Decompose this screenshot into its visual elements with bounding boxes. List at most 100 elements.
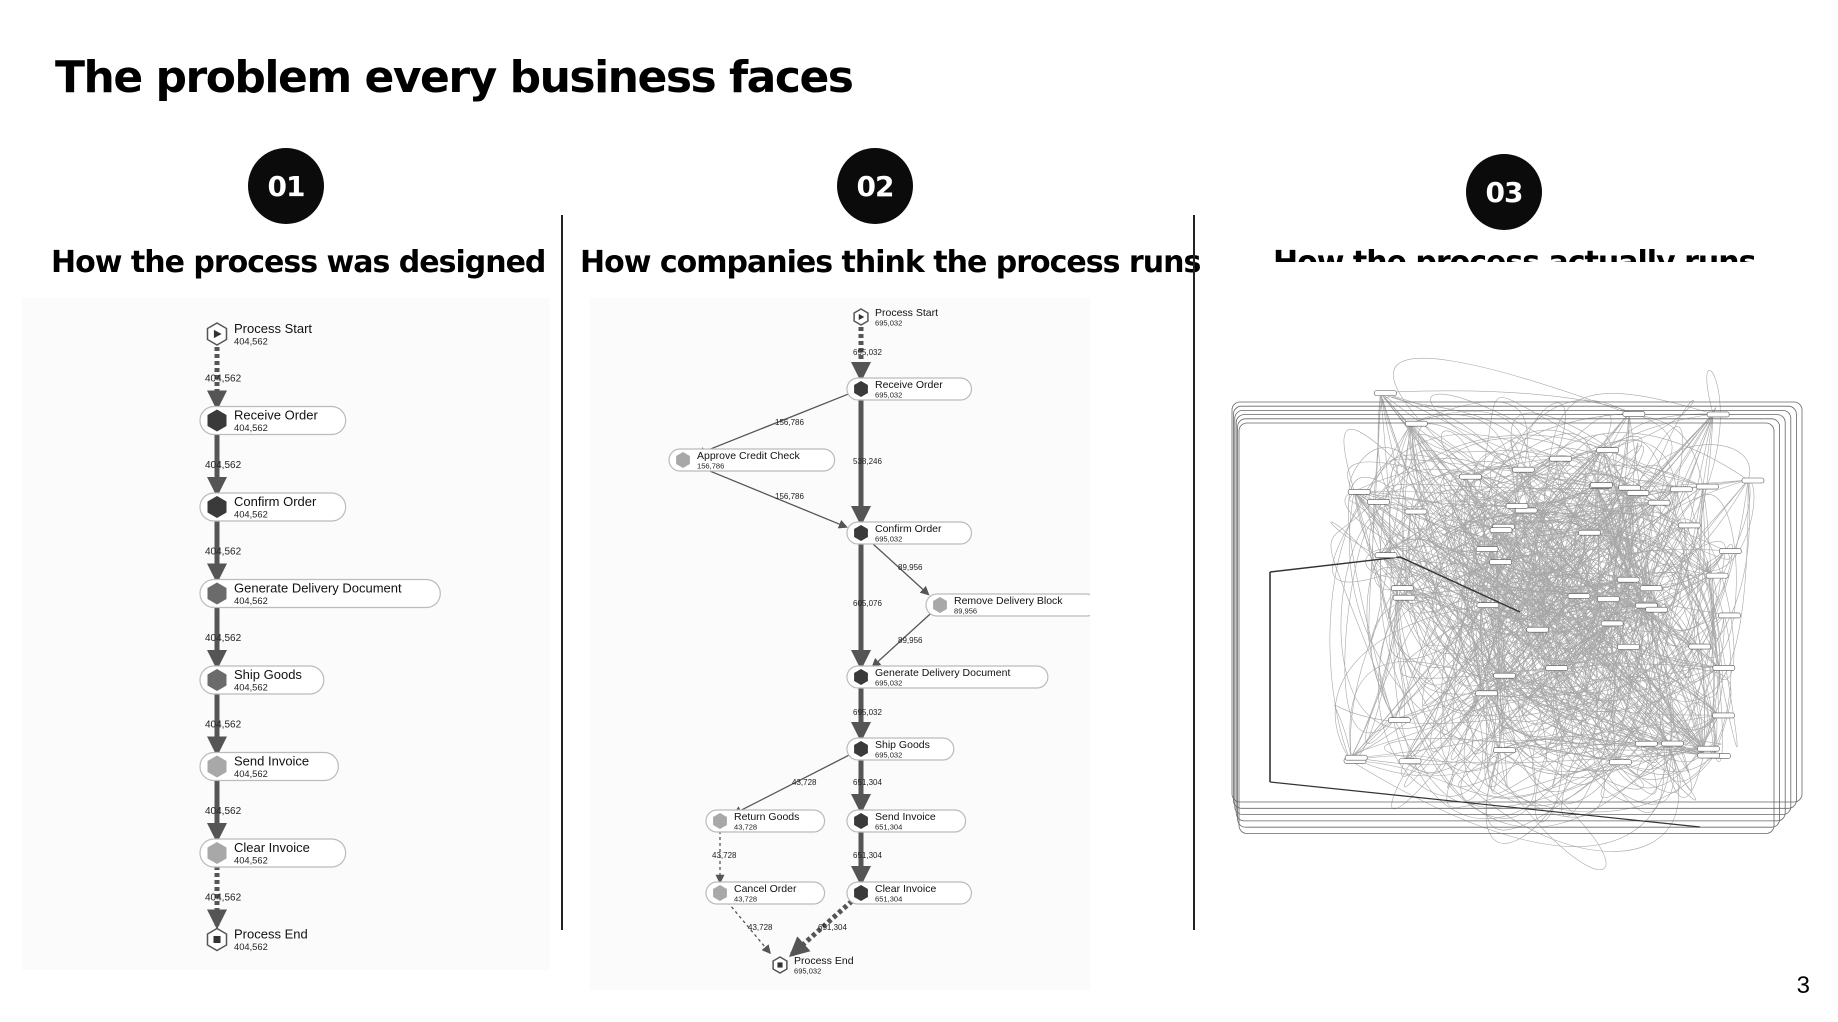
perceived-step-label: Ship Goods xyxy=(875,739,930,751)
activity-node xyxy=(1374,552,1398,559)
activity-node xyxy=(1567,593,1591,599)
perceived-step-count: 695,032 xyxy=(875,678,902,687)
activity-node xyxy=(1626,490,1650,496)
activity-node xyxy=(1597,596,1620,602)
spaghetti-path xyxy=(1380,449,1603,555)
spaghetti-path xyxy=(1353,413,1714,807)
flow-count-label: 651,304 xyxy=(818,923,847,932)
spaghetti-path xyxy=(1520,509,1654,702)
actual-process-map xyxy=(1230,262,1822,1004)
spaghetti-path xyxy=(1354,413,1630,608)
spaghetti-path xyxy=(1447,530,1726,676)
spaghetti-path xyxy=(1472,539,1616,785)
spaghetti-path xyxy=(1555,458,1692,678)
perceived-step-hex-icon xyxy=(676,452,690,468)
spaghetti-path xyxy=(1481,509,1647,694)
perceived-process-diagram: 695,032156,786538,246156,78689,956605,07… xyxy=(668,307,1090,975)
spaghetti-path xyxy=(1581,579,1699,758)
activity-node xyxy=(1405,420,1428,427)
spaghetti-path xyxy=(1546,532,1624,688)
perceived-step-label: Generate Delivery Document xyxy=(875,667,1010,679)
perceived-step-count: 695,032 xyxy=(794,966,821,975)
frame-loop xyxy=(1231,401,1803,803)
spaghetti-path xyxy=(1645,518,1735,680)
spaghetti-path xyxy=(1374,567,1642,744)
designed-step-count: 404,562 xyxy=(234,509,268,519)
spaghetti-path xyxy=(1445,551,1624,710)
designed-step-pill xyxy=(199,492,347,522)
activity-node xyxy=(1475,690,1498,697)
activity-node xyxy=(1596,447,1619,454)
column-divider-left xyxy=(561,215,563,930)
activity-node xyxy=(1661,740,1684,747)
perceived-step-count: 695,032 xyxy=(875,390,902,399)
flow-count-label: 695,032 xyxy=(853,348,882,357)
spaghetti-path xyxy=(1495,513,1704,749)
spaghetti-path xyxy=(1558,413,1714,647)
perceived-step-pill xyxy=(846,521,973,545)
activity-node xyxy=(1718,612,1741,619)
spaghetti-path xyxy=(1561,646,1624,818)
spaghetti-path xyxy=(1615,486,1703,647)
flow-count-label: 404,562 xyxy=(205,460,242,471)
step-badge-03: 03 xyxy=(1466,154,1542,230)
spaghetti-path xyxy=(1397,587,1720,828)
step-badge-02: 02 xyxy=(837,148,913,224)
flow-count-label: 695,032 xyxy=(853,708,882,717)
spaghetti-path xyxy=(1450,598,1604,761)
perceived-step-count: 89,956 xyxy=(954,606,977,615)
spaghetti-path xyxy=(1395,461,1570,551)
spaghetti-path xyxy=(1439,476,1652,610)
spaghetti-path xyxy=(1494,587,1647,636)
spaghetti-path xyxy=(1499,591,1715,772)
spaghetti-path xyxy=(1499,562,1719,676)
activity-node xyxy=(1719,548,1742,554)
perceived-step-count: 651,304 xyxy=(875,894,902,903)
designed-step-count: 404,562 xyxy=(234,336,268,346)
activity-node xyxy=(1696,483,1719,490)
designed-step-label: Send Invoice xyxy=(234,754,309,769)
designed-step-hex-icon xyxy=(207,582,227,605)
perceived-step-pill xyxy=(925,593,1090,617)
activity-node xyxy=(1475,546,1499,552)
activity-node xyxy=(1706,411,1730,418)
flow-arrow xyxy=(727,901,771,955)
activity-node xyxy=(1549,455,1572,462)
activity-node xyxy=(1600,620,1624,627)
perceived-step-hex-icon xyxy=(854,525,868,541)
spaghetti-path xyxy=(1624,487,1668,681)
flow-count-label: 89,956 xyxy=(898,636,923,645)
spaghetti-path xyxy=(1353,491,1522,765)
designed-step-label: Generate Delivery Document xyxy=(234,581,402,596)
flow-arrow xyxy=(869,540,930,596)
spaghetti-path xyxy=(1373,501,1696,801)
spaghetti-path xyxy=(1512,486,1719,668)
spaghetti-path xyxy=(1584,470,1703,578)
spaghetti-path xyxy=(1452,509,1589,687)
flow-count-label: 404,562 xyxy=(205,719,242,730)
activity-node xyxy=(1398,758,1422,765)
designed-step-pill xyxy=(199,838,347,868)
designed-step-label: Clear Invoice xyxy=(234,840,310,855)
activity-node xyxy=(1476,602,1500,608)
frame-loop xyxy=(1234,409,1792,816)
activity-node xyxy=(1347,489,1371,495)
perceived-step-count: 43,728 xyxy=(734,822,757,831)
spaghetti-path xyxy=(1475,413,1714,625)
flow-arrow xyxy=(693,463,848,529)
spaghetti-path xyxy=(1418,423,1720,668)
activity-node xyxy=(1697,745,1720,752)
activity-node xyxy=(1590,482,1613,488)
perceived-step-label: Clear Invoice xyxy=(875,883,936,895)
spaghetti-path xyxy=(1373,501,1607,870)
spaghetti-path xyxy=(1602,400,1694,580)
activity-node xyxy=(1618,484,1641,491)
